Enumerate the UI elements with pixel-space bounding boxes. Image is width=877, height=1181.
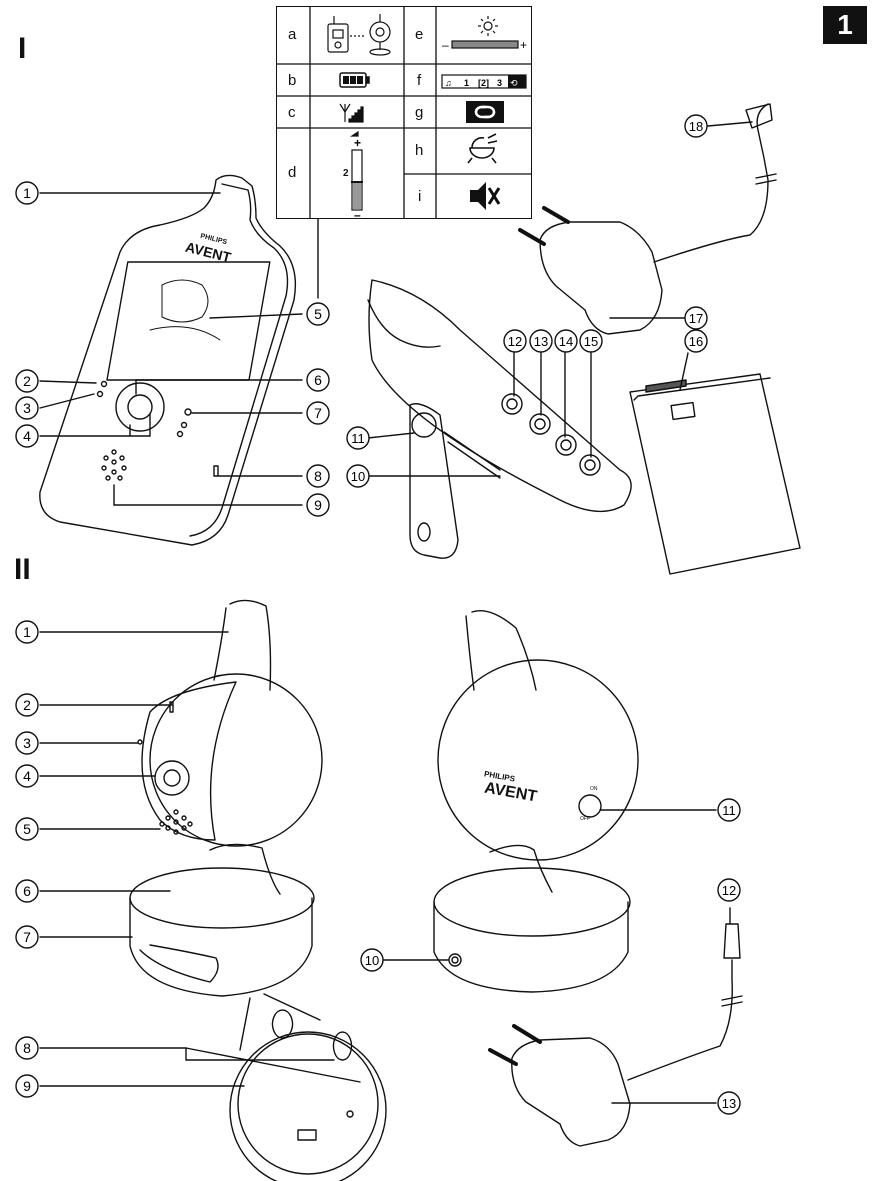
callout-number: 16: [689, 334, 703, 349]
parent-unit-drawing: [39, 174, 297, 546]
table-letter-c: c: [288, 104, 296, 121]
callout-I-6: 6: [306, 368, 330, 392]
callout-I-16: 16: [684, 329, 708, 353]
callout-number: 13: [722, 1096, 736, 1111]
callout-number: 2: [23, 373, 31, 389]
callout-I-12: 12: [503, 329, 527, 353]
baby-speaker-grille: [159, 809, 193, 835]
parent-adapter-drawing: [518, 103, 777, 335]
icon-legend-table: [276, 6, 532, 219]
callout-I-13: 13: [529, 329, 553, 353]
table-letter-g: g: [415, 104, 424, 121]
callout-II-5: 5: [15, 817, 39, 841]
table-letter-f: f: [417, 72, 422, 89]
callout-number: 14: [559, 334, 573, 349]
callout-number: 17: [689, 311, 703, 326]
callout-II-2: 2: [15, 693, 39, 717]
callout-I-9: 9: [306, 493, 330, 517]
callout-II-1: 1: [15, 620, 39, 644]
callout-II-6: 6: [15, 879, 39, 903]
callout-II-11: 11: [717, 798, 741, 822]
table-letter-i: i: [418, 188, 422, 205]
section-one-heading: I: [18, 32, 27, 65]
parent-screen: [106, 261, 271, 381]
callout-number: 4: [23, 768, 31, 784]
baby-brand-logo: AVENT: [483, 779, 539, 806]
callout-number: 15: [584, 334, 598, 349]
section-two-heading: II: [14, 553, 31, 586]
callout-II-9: 9: [15, 1074, 39, 1098]
callout-number: 9: [314, 497, 322, 513]
callout-I-11: 11: [346, 426, 370, 450]
callout-II-12: 12: [717, 878, 741, 902]
callout-number: 6: [314, 372, 322, 388]
battery-pack-drawing: [629, 373, 801, 575]
callout-number: 13: [534, 334, 548, 349]
callout-number: 4: [23, 428, 31, 444]
parent-speaker-grille: [101, 449, 127, 481]
callout-number: 6: [23, 883, 31, 899]
table-letter-b: b: [288, 72, 297, 89]
baby-unit-front-drawing: [129, 599, 323, 997]
callout-number: 5: [23, 821, 31, 837]
callout-I-5: 5: [306, 302, 330, 326]
table-letter-a: a: [288, 26, 297, 43]
volume-level-value: 2: [343, 168, 349, 179]
callout-number: 8: [23, 1040, 31, 1056]
callout-number: 2: [23, 697, 31, 713]
callout-I-2: 2: [15, 369, 39, 393]
switch-on-text: ON: [590, 786, 598, 792]
page-number-badge: 1: [823, 6, 867, 44]
callout-number: 1: [23, 624, 31, 640]
baby-unit-back-drawing: [433, 610, 639, 993]
callout-II-10: 10: [360, 948, 384, 972]
callout-number: 9: [23, 1078, 31, 1094]
callout-number: 11: [351, 431, 365, 446]
base-underside-drawing: [229, 993, 387, 1181]
callout-number: 7: [23, 929, 31, 945]
callout-number: 3: [23, 400, 31, 416]
callout-II-13: 13: [717, 1091, 741, 1115]
parent-dpad: [115, 382, 165, 432]
callout-I-4: 4: [15, 424, 39, 448]
callout-number: 10: [351, 469, 365, 484]
callout-I-17: 17: [684, 306, 708, 330]
callout-I-7: 7: [306, 401, 330, 425]
callout-I-14: 14: [554, 329, 578, 353]
callout-II-3: 3: [15, 731, 39, 755]
callout-number: 11: [722, 803, 736, 818]
parent-unit-back-drawing: [367, 279, 632, 559]
callout-II-7: 7: [15, 925, 39, 949]
callout-I-15: 15: [579, 329, 603, 353]
callout-number: 3: [23, 735, 31, 751]
table-letter-e: e: [415, 26, 424, 43]
callout-I-18: 18: [684, 114, 708, 138]
baby-adapter-drawing: [488, 907, 743, 1147]
callout-I-8: 8: [306, 464, 330, 488]
callout-number: 1: [23, 185, 31, 201]
callout-number: 12: [508, 334, 522, 349]
callout-number: 5: [314, 306, 322, 322]
switch-off-text: OFF: [580, 816, 590, 822]
callout-number: 8: [314, 468, 322, 484]
callout-I-1: 1: [15, 181, 39, 205]
callout-number: 18: [689, 119, 703, 134]
callout-number: 7: [314, 405, 322, 421]
table-letter-d: d: [288, 164, 297, 181]
callout-number: 10: [365, 953, 379, 968]
callout-I-10: 10: [346, 464, 370, 488]
callout-I-3: 3: [15, 396, 39, 420]
table-letter-h: h: [415, 142, 424, 159]
callout-II-4: 4: [15, 764, 39, 788]
callout-II-8: 8: [15, 1036, 39, 1060]
callout-number: 12: [722, 883, 736, 898]
